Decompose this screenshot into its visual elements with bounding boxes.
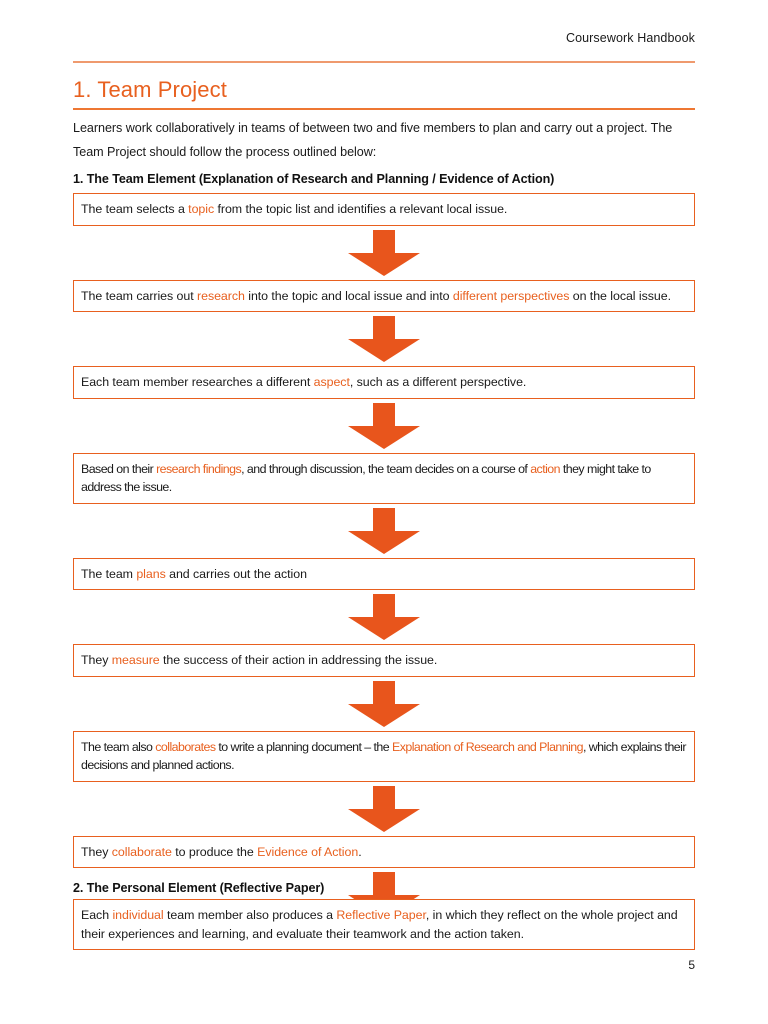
flow-arrow-down-icon [73,782,695,836]
intro-paragraph: Learners work collaboratively in teams o… [73,121,673,159]
highlighted-term: plans [136,566,166,581]
body-text: The team [81,566,137,581]
body-text: The team carries out [81,288,198,303]
body-text: The team selects a [81,202,189,216]
page-number: 5 [688,958,695,972]
highlighted-term: aspect [313,375,350,389]
step-decide-action: Based on their research findings, and th… [73,452,695,504]
highlighted-term: action [530,461,560,476]
section-heading-personal-element: 2. The Personal Element (Reflective Pape… [73,881,325,895]
body-text: from the topic list and identifies a rel… [214,202,508,216]
body-text: , such as a different perspective. [349,375,527,389]
arrow-down-icon [348,594,420,640]
flow-arrow-down-icon [73,399,695,453]
body-text: into the topic and local issue and into [244,288,453,303]
body-text: . [358,844,362,859]
arrow-down-icon [348,785,420,832]
team-element-flowchart: The team selects a topic from the topic … [73,193,695,922]
section-heading-team-element: 1. The Team Element (Explanation of Rese… [73,172,555,186]
body-text: They [81,653,112,667]
body-text: on the local issue. [569,288,671,303]
highlighted-term: Reflective Paper [336,908,426,922]
highlighted-term: topic [188,202,215,216]
highlighted-term: measure [111,653,160,667]
body-text: to produce the [171,844,258,859]
highlighted-term: research [197,288,245,303]
highlighted-term: Evidence of Action [257,844,359,859]
title-divider-rule [73,108,695,110]
body-text: , in which they reflect on the whole pro… [81,908,678,941]
arrow-down-icon [348,507,420,554]
step-measure-success: They measure the success of their action… [73,644,695,677]
body-text: They [81,844,112,859]
highlighted-term: Explanation of Research and Planning [392,739,584,754]
flow-arrow-down-icon [73,504,695,558]
body-text: Each team member researches a different [81,375,314,389]
step-carry-out-research: The team carries out research into the t… [73,279,695,312]
running-header: Coursework Handbook [73,30,695,64]
flow-arrow-down-icon [73,312,695,366]
body-text: Based on their [81,461,157,476]
highlighted-term: individual [112,908,164,922]
body-text: they might take to address the issue. [81,461,651,495]
personal-element-block: Each individual team member also produce… [73,899,695,950]
highlighted-term: research findings [156,461,242,476]
step-select-topic: The team selects a topic from the topic … [73,193,695,226]
step-reflective-paper: Each individual team member also produce… [73,899,695,950]
body-text: team member also produces a [163,908,337,922]
body-text: Each [81,908,113,922]
body-text: The team also [81,739,156,754]
body-text: to write a planning document – the [215,739,392,754]
flow-arrow-down-icon [73,590,695,644]
body-text: , and through discussion, the team decid… [241,461,531,476]
arrow-down-icon [348,229,420,276]
flow-arrow-down-icon [73,226,695,280]
step-plan-action: The team plans and carries out the actio… [73,557,695,590]
highlighted-term: collaborates [155,739,216,754]
step-write-planning-document: The team also collaborates to write a pl… [73,730,695,782]
step-produce-evidence: They collaborate to produce the Evidence… [73,835,695,868]
arrow-down-icon [348,316,420,362]
title-block: 1. Team Project [73,76,695,110]
arrow-down-icon [348,680,420,727]
highlighted-term: different perspectives [452,288,570,303]
step-research-aspect: Each team member researches a different … [73,366,695,399]
running-header-title: Coursework Handbook [565,31,695,45]
highlighted-term: collaborate [111,844,172,859]
page-title: 1. Team Project [73,77,227,102]
flow-arrow-down-icon [73,677,695,731]
body-text: the success of their action in addressin… [159,653,438,667]
header-divider-rule [73,61,695,63]
body-text: , which explains their decisions and pla… [81,739,686,773]
arrow-down-icon [348,402,420,449]
body-text: and carries out the action [165,566,307,581]
